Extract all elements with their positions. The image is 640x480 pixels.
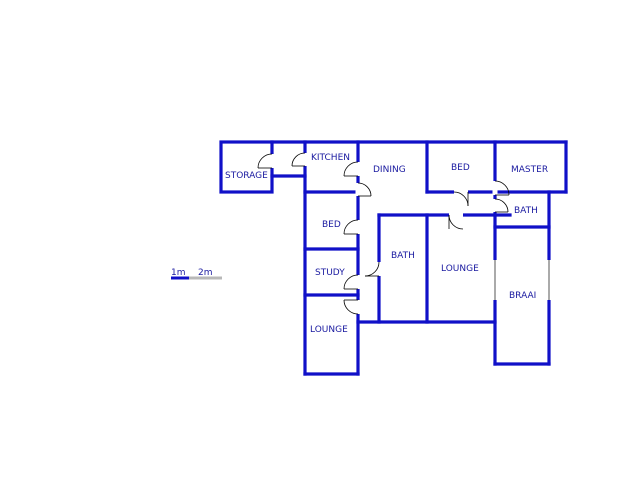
storage-door-icon (257, 153, 273, 169)
room-label-bed-top: BED (451, 163, 470, 173)
kitchen-door-icon (291, 152, 306, 167)
doors (257, 152, 552, 315)
bed-left-door-icon (343, 219, 359, 235)
room-label-bath-mid: BATH (391, 251, 415, 261)
room-label-storage: STORAGE (225, 171, 268, 181)
room-label-lounge-bottom: LOUNGE (310, 325, 348, 335)
study-door-icon (343, 274, 359, 290)
room-label-lounge-mid: LOUNGE (441, 264, 479, 274)
scale-label-2m: 2m (198, 268, 213, 278)
room-labels: STORAGE KITCHEN DINING BED MASTER BATH B… (225, 153, 548, 335)
dining-lower-door-icon (357, 182, 372, 197)
dining-door-icon (343, 161, 359, 177)
room-label-bed-left: BED (322, 220, 341, 230)
scale-bar: 1m 2m (171, 268, 222, 280)
master-door-icon (494, 180, 510, 196)
bath-right-door-icon (494, 198, 509, 213)
room-label-kitchen: KITCHEN (311, 153, 350, 163)
room-label-dining: DINING (373, 165, 406, 175)
room-label-braai: BRAAI (509, 291, 536, 301)
storage-walls (219, 140, 274, 194)
scale-label-1m: 1m (171, 268, 186, 278)
room-label-bath-right: BATH (514, 206, 538, 216)
walls (219, 140, 568, 376)
lounge-bottom-door-icon (343, 299, 359, 315)
room-label-study: STUDY (315, 268, 345, 278)
room-label-master: MASTER (511, 165, 548, 175)
